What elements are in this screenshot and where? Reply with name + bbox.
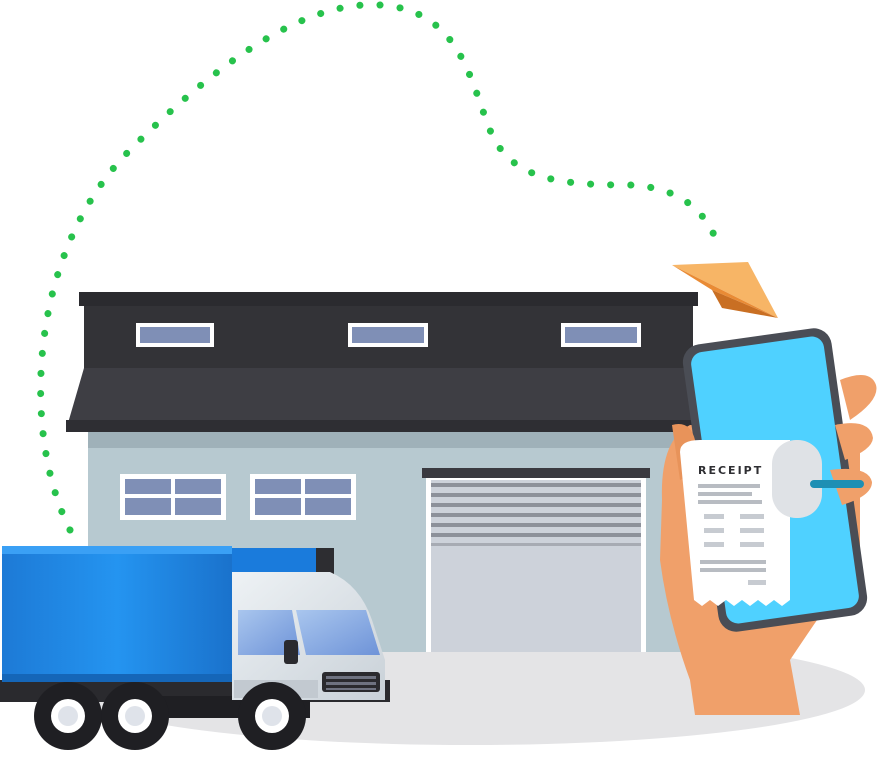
- clerestory-window: [348, 323, 428, 347]
- wall-window: [250, 474, 356, 520]
- paper-plane-icon: [672, 262, 778, 318]
- finger: [840, 375, 877, 420]
- receipt-roll: [772, 440, 822, 518]
- truck-cab: [232, 572, 385, 700]
- delivery-truck: [0, 546, 390, 750]
- wall-window: [120, 474, 226, 520]
- finger: [835, 423, 873, 460]
- clerestory-window: [136, 323, 214, 347]
- warehouse-building: [66, 292, 700, 652]
- shipping-container: [2, 546, 334, 682]
- receipt: RECEIPT: [680, 440, 864, 606]
- roller-shutter-door: [422, 468, 650, 652]
- truck-wheel: [101, 682, 169, 750]
- receipt-title: RECEIPT: [698, 464, 763, 477]
- truck-wheel: [34, 682, 102, 750]
- delivery-route-dotted-line: [37, 1, 724, 534]
- clerestory-window: [561, 323, 641, 347]
- truck-wheel: [238, 682, 306, 750]
- hand-holding-phone: RECEIPT: [660, 328, 877, 715]
